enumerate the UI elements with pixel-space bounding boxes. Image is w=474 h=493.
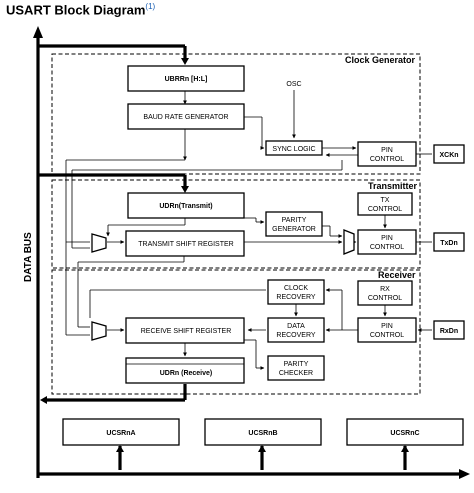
svg-text:XCKn: XCKn	[439, 152, 458, 159]
svg-text:CONTROL: CONTROL	[370, 156, 404, 163]
xck-pin-control-block: PIN CONTROL	[357, 141, 417, 167]
transmit-mux	[91, 233, 107, 253]
rx-control-block: RX CONTROL	[357, 280, 413, 306]
svg-text:UCSRnB: UCSRnB	[248, 430, 277, 437]
data-bus	[33, 26, 470, 479]
svg-text:CLOCK: CLOCK	[284, 285, 308, 292]
transmitter-frame	[51, 179, 421, 269]
baud-rate-generator-block: BAUD RATE GENERATOR	[127, 103, 245, 130]
svg-text:PIN: PIN	[381, 323, 393, 330]
svg-text:UCSRnC: UCSRnC	[390, 430, 419, 437]
svg-text:TX: TX	[381, 197, 390, 204]
ucsrb-block: UCSRnB	[204, 418, 322, 446]
svg-text:CHECKER: CHECKER	[279, 370, 313, 377]
transmit-shift-register-block: TRANSMIT SHIFT REGISTER	[125, 230, 245, 257]
title-text: USART Block Diagram	[6, 2, 146, 18]
svg-text:PARITY: PARITY	[284, 361, 309, 368]
transmitter-label: Transmitter	[368, 181, 418, 191]
svg-text:CONTROL: CONTROL	[368, 206, 402, 213]
txd-pin: TxDn	[433, 232, 465, 252]
clock-generator-frame	[51, 53, 421, 175]
data-bus-label: DATA BUS	[23, 232, 34, 282]
signal-lines	[65, 90, 432, 370]
svg-text:RECEIVE SHIFT REGISTER: RECEIVE SHIFT REGISTER	[141, 328, 232, 335]
svg-text:RxDn: RxDn	[440, 328, 458, 335]
svg-text:UDRn(Transmit): UDRn(Transmit)	[159, 203, 212, 210]
svg-text:RECOVERY: RECOVERY	[276, 332, 315, 339]
svg-text:DATA: DATA	[287, 323, 305, 330]
svg-text:CONTROL: CONTROL	[368, 295, 402, 302]
svg-text:UBRRn [H:L]: UBRRn [H:L]	[165, 76, 208, 83]
receive-mux	[91, 321, 107, 341]
svg-text:SYNC LOGIC: SYNC LOGIC	[272, 146, 315, 153]
svg-text:CONTROL: CONTROL	[370, 332, 404, 339]
svg-text:UCSRnA: UCSRnA	[106, 430, 135, 437]
sync-logic-block: SYNC LOGIC	[265, 140, 323, 156]
xck-pin: XCKn	[433, 144, 465, 164]
page-title: USART Block Diagram(1)	[6, 2, 155, 17]
ucsrc-block: UCSRnC	[346, 418, 464, 446]
udr-receive-block: UDRn (Receive)	[125, 357, 245, 384]
svg-text:RX: RX	[380, 286, 390, 293]
svg-text:PIN: PIN	[381, 147, 393, 154]
clock-recovery-block: CLOCK RECOVERY	[267, 279, 325, 305]
clock-generator-label: Clock Generator	[345, 55, 416, 65]
data-recovery-block: DATA RECOVERY	[267, 317, 325, 343]
parity-generator-block: PARITY GENERATOR	[265, 211, 323, 237]
receive-shift-register-block: RECEIVE SHIFT REGISTER	[125, 317, 245, 344]
svg-text:PARITY: PARITY	[282, 217, 307, 224]
svg-text:TRANSMIT SHIFT REGISTER: TRANSMIT SHIFT REGISTER	[138, 241, 233, 248]
svg-text:GENERATOR: GENERATOR	[272, 226, 316, 233]
svg-text:TxDn: TxDn	[440, 240, 458, 247]
svg-text:RECOVERY: RECOVERY	[276, 294, 315, 301]
svg-text:UDRn (Receive): UDRn (Receive)	[160, 370, 213, 377]
rxd-pin: RxDn	[433, 320, 465, 340]
tx-output-mux	[343, 229, 355, 255]
receiver-frame	[51, 269, 421, 395]
parity-checker-block: PARITY CHECKER	[267, 355, 325, 381]
receiver-label: Receiver	[378, 270, 416, 280]
footnote-ref: (1)	[145, 2, 156, 11]
udr-transmit-block: UDRn(Transmit)	[127, 192, 245, 219]
svg-text:CONTROL: CONTROL	[370, 244, 404, 251]
ubrr-block: UBRRn [H:L]	[127, 65, 245, 92]
tx-pin-control-block: PIN CONTROL	[357, 229, 417, 255]
svg-text:BAUD RATE GENERATOR: BAUD RATE GENERATOR	[143, 114, 228, 121]
osc-label: OSC	[286, 81, 301, 88]
rx-pin-control-block: PIN CONTROL	[357, 317, 417, 343]
ucsra-block: UCSRnA	[62, 418, 180, 446]
svg-text:PIN: PIN	[381, 235, 393, 242]
tx-control-block: TX CONTROL	[357, 192, 413, 216]
